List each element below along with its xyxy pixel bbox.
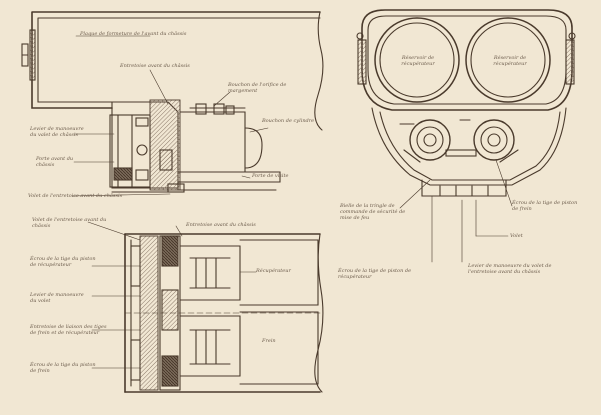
label-entretoise-avant-b: Entretoise avant du châssis — [186, 222, 256, 228]
label-volet-entretoise: Volet de l'entretoise avant du châssis — [28, 193, 123, 199]
label-ecrou-tige-piston-recuperateur: Écrou de la tige du piston de récupérate… — [30, 256, 96, 268]
label-volet: Volet — [510, 233, 523, 239]
label-porte-avant: Porte avant du châssis — [36, 156, 74, 168]
label-frein: Frein — [262, 338, 276, 344]
label-levier-manoeuvre-volet-b: Levier de manoeuvre du volet — [30, 292, 84, 304]
top-right-view — [356, 9, 576, 197]
label-bielle-tringle: Bielle de la tringle de commande de sécu… — [340, 203, 406, 221]
label-ecrou-tige-piston-frein: Écrou de la tige du piston de frein — [30, 362, 96, 374]
leader-lines — [71, 35, 513, 369]
label-reservoir-left: Réservoir de récupérateur — [401, 55, 435, 67]
label-reservoir-right: Réservoir de récupérateur — [493, 55, 527, 67]
label-entretoise-liaison: Entretoise de liaison des tiges de frein… — [30, 324, 107, 336]
label-ecrou-tige-recuperateur-mid: Écrou de la tige de piston de récupérate… — [338, 268, 412, 280]
label-recuperateur: Récupérateur — [256, 268, 291, 274]
top-left-view — [21, 11, 324, 193]
label-bouchon-orifice: Bouchon de l'orifice de margement — [228, 82, 287, 94]
label-ecrou-tige-frein: Écrou de la tige de piston de frein — [512, 200, 578, 212]
label-bouchon-cylindre: Bouchon de cylindre — [262, 118, 315, 124]
label-plaque-formeture: Plaque de formeture de l'avant du châssi… — [80, 31, 187, 37]
label-volet-entretoise-b: Volet de l'entretoise avant du châssis — [32, 217, 107, 229]
label-levier-manoeuvre-volet: Levier de manoeuvre du volet de l'entret… — [468, 263, 552, 275]
label-levier-manoeuvre-valet: Levier de manoeuvre du valet de châssis — [30, 126, 84, 138]
label-porte-de-visite: Porte de visite — [252, 173, 289, 179]
label-entretoise-avant: Entretoise avant du châssis — [120, 63, 190, 69]
bottom-left-view — [124, 233, 324, 393]
